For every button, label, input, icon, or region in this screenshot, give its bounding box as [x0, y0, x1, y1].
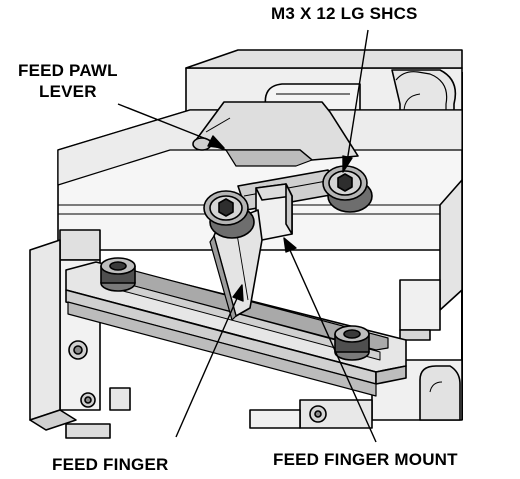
arrowhead-pawl-lever: [207, 135, 225, 149]
arrowhead-finger: [232, 284, 244, 302]
hex-socket-screw-icon: [218, 198, 234, 217]
label-feed-pawl-lever: FEED PAWL LEVER: [18, 60, 118, 102]
shcs-screw-front: [203, 190, 255, 239]
bar-screw-left: [100, 257, 136, 292]
leader-screws: [346, 29, 369, 163]
leader-finger: [175, 295, 239, 438]
label-feed-pawl-lever-line1: FEED PAWL: [18, 61, 118, 80]
label-feed-pawl-lever-line2: LEVER: [39, 82, 97, 101]
label-feed-finger-mount: FEED FINGER MOUNT: [273, 450, 458, 469]
label-screws: M3 X 12 LG SHCS: [271, 4, 418, 23]
leader-pawl-lever: [117, 103, 215, 143]
guide-rail: [67, 301, 377, 397]
hex-socket-screw-icon: [337, 173, 353, 192]
bar-screw-right: [334, 325, 370, 361]
shcs-screw-back: [322, 165, 373, 213]
leader-finger-mount: [288, 247, 377, 443]
label-feed-finger: FEED FINGER: [52, 455, 169, 474]
feed-finger-mount: [255, 183, 293, 241]
arrowhead-screws: [342, 155, 353, 173]
leader-lines: [117, 29, 377, 443]
feed-pawl-lever: [192, 101, 359, 167]
arrowhead-finger-mount: [283, 237, 297, 253]
